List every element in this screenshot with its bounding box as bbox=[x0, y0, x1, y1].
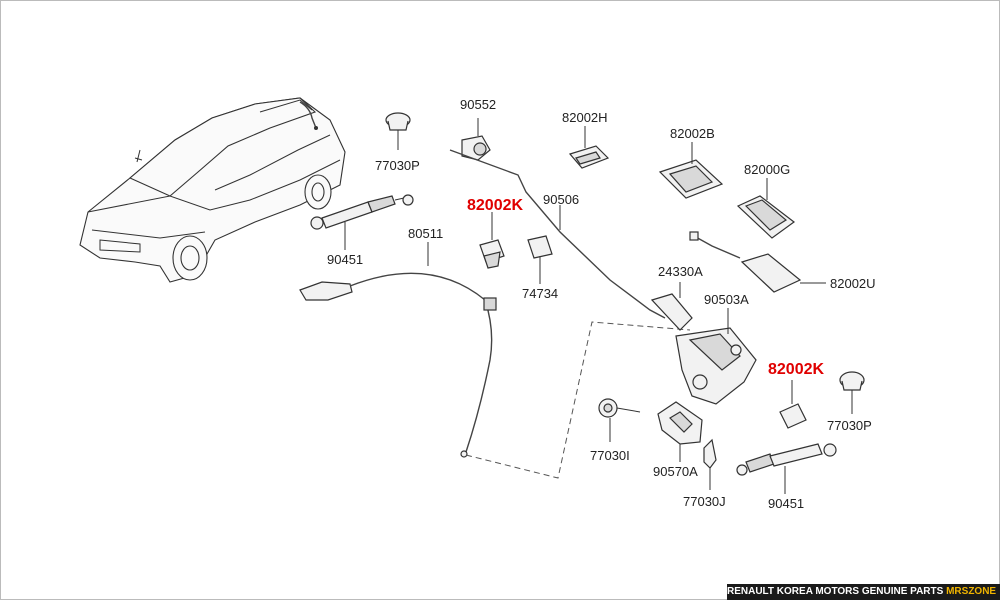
bumper-stop-upper bbox=[385, 112, 411, 150]
part-label-74734: 74734 bbox=[522, 286, 558, 301]
striker-90570a bbox=[657, 401, 703, 462]
assembly-outline bbox=[465, 321, 691, 479]
part-label-90506: 90506 bbox=[543, 192, 579, 207]
part-label-77030j: 77030J bbox=[683, 494, 726, 509]
clip-74734 bbox=[527, 235, 553, 284]
release-cable bbox=[299, 242, 497, 458]
bumper-stop-right bbox=[839, 371, 865, 414]
part-label-82002h: 82002H bbox=[562, 110, 608, 125]
part-label-90503a: 90503A bbox=[704, 292, 749, 307]
lamp-82002b bbox=[658, 142, 724, 199]
part-label-77030p-right: 77030P bbox=[827, 418, 872, 433]
release-rod bbox=[449, 149, 666, 319]
clip-90552 bbox=[461, 118, 491, 161]
footer-text: RENAULT KOREA MOTORS GENUINE PARTS bbox=[727, 586, 944, 597]
part-label-90552: 90552 bbox=[460, 97, 496, 112]
lamp-82002u bbox=[689, 231, 826, 293]
part-label-90570a: 90570A bbox=[653, 464, 698, 479]
handle-82000g bbox=[736, 178, 796, 239]
part-label-90451-lower: 90451 bbox=[768, 496, 804, 511]
footer-banner: RENAULT KOREA MOTORS GENUINE PARTS MRSZO… bbox=[727, 584, 1000, 600]
switch-82002h bbox=[568, 126, 610, 169]
part-label-82002b: 82002B bbox=[670, 126, 715, 141]
part-label-24330a: 24330A bbox=[658, 264, 703, 279]
bumper-stop-77030i bbox=[598, 398, 641, 442]
part-label-80511: 80511 bbox=[408, 226, 443, 241]
footer-brand: MRSZONE bbox=[946, 586, 997, 597]
car-illustration bbox=[79, 97, 346, 283]
clip-82002k-right bbox=[779, 380, 807, 429]
part-label-82002u: 82002U bbox=[830, 276, 876, 291]
clip-82002k-left bbox=[479, 212, 505, 269]
gas-strut-lower bbox=[736, 443, 837, 494]
highlight-label-82002k-right: 82002K bbox=[768, 361, 824, 378]
highlight-label-82002k-left: 82002K bbox=[467, 197, 523, 214]
part-label-77030i: 77030I bbox=[590, 448, 630, 463]
latch-assembly bbox=[650, 282, 757, 405]
part-label-90451-upper: 90451 bbox=[327, 252, 363, 267]
buffer-77030j bbox=[703, 438, 717, 490]
part-label-82000g: 82000G bbox=[744, 162, 790, 177]
gas-strut-upper bbox=[310, 194, 414, 250]
part-label-77030p-upper: 77030P bbox=[375, 158, 420, 173]
